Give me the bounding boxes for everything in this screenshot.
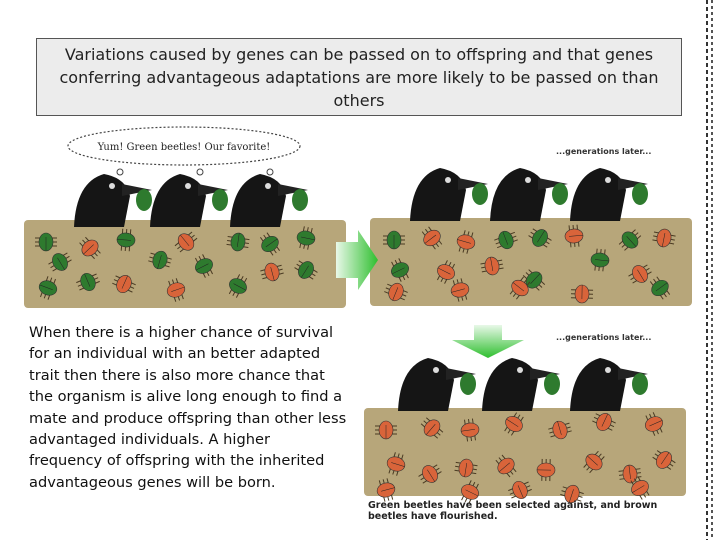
speech-bubble-text: Yum! Green beetles! Our favorite! — [97, 142, 271, 153]
crow-icon — [150, 174, 228, 227]
body-paragraph: When there is a higher chance of surviva… — [29, 322, 347, 493]
crow-icon — [410, 168, 488, 221]
final-caption: Green beetles have been selected against… — [368, 500, 678, 522]
crow-icon — [74, 174, 152, 227]
generations-later-caption-2: ...generations later... — [556, 333, 651, 342]
generations-later-caption-1: ...generations later... — [556, 147, 651, 156]
crow-icon — [482, 358, 560, 411]
crow-icon — [398, 358, 476, 411]
ground-panel-1 — [24, 220, 346, 308]
crow-icon — [570, 358, 648, 411]
ground-panel-2 — [370, 218, 692, 306]
crow-icon — [570, 168, 648, 221]
down-arrow-icon — [452, 325, 524, 358]
crow-icon — [490, 168, 568, 221]
crow-icon — [230, 174, 308, 227]
